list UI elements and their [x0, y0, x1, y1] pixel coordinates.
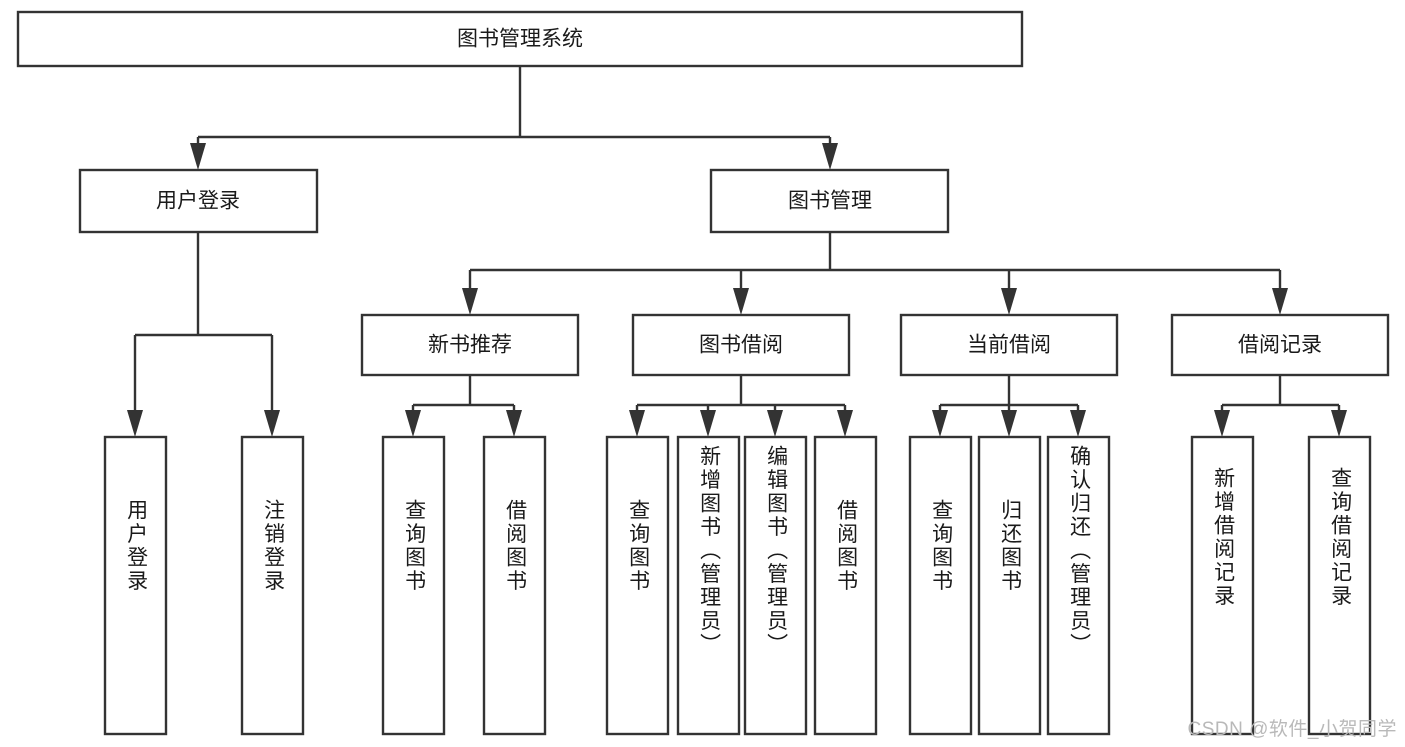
edges-new-book-to-leaves	[405, 375, 522, 437]
leaf-rects-current-borrow	[908, 435, 1111, 736]
arrowhead-leaf-logout	[264, 410, 280, 437]
edges-root-to-level2	[190, 66, 838, 170]
edges-book-mgmt-to-level3	[462, 232, 1288, 315]
arrowhead-bb-leaf1	[629, 410, 645, 437]
leaf-rect-bb-query-book[interactable]	[605, 435, 670, 736]
leaf-rect-nb-query-book[interactable]	[381, 435, 446, 736]
leaf-rect-logout[interactable]	[240, 435, 305, 736]
node-new-book-recommend-rect[interactable]	[360, 313, 580, 377]
edges-borrow-record-to-leaves	[1214, 375, 1347, 437]
node-book-borrow[interactable]: 图书借阅	[631, 313, 851, 377]
arrowhead-bb-leaf2	[700, 410, 716, 437]
arrowhead-nb-leaf2	[506, 410, 522, 437]
arrowhead-new-book	[462, 288, 478, 315]
leaf-rect-cb-query-book[interactable]	[908, 435, 973, 736]
arrowhead-br-leaf2	[1331, 410, 1347, 437]
node-borrow-record-label: 借阅记录	[1238, 334, 1322, 357]
leaf-rects-new-book	[381, 435, 547, 736]
node-book-management-rect[interactable]	[709, 168, 950, 234]
arrowhead-book-borrow	[733, 288, 749, 315]
node-borrow-record-rect[interactable]	[1170, 313, 1390, 377]
leaf-rect-bb-edit-book[interactable]	[743, 435, 808, 736]
leaf-rect-cb-return-book[interactable]	[977, 435, 1042, 736]
node-user-login[interactable]: 用户登录	[78, 168, 319, 234]
arrowhead-nb-leaf1	[405, 410, 421, 437]
edges-current-borrow-to-leaves	[932, 375, 1086, 437]
node-book-management[interactable]: 图书管理	[709, 168, 950, 234]
node-new-book-recommend-label: 新书推荐	[428, 334, 512, 357]
arrowhead-book-mgmt	[822, 143, 838, 170]
arrowhead-user-login	[190, 143, 206, 170]
arrowhead-br-leaf1	[1214, 410, 1230, 437]
leaf-rect-br-add-record[interactable]	[1190, 435, 1255, 736]
arrowhead-leaf-user-login	[127, 410, 143, 437]
node-root-rect[interactable]	[16, 10, 1024, 68]
edges-user-login-to-leaves	[127, 232, 280, 437]
leaf-rects-user-login	[103, 435, 305, 736]
node-book-borrow-label: 图书借阅	[699, 334, 783, 357]
node-new-book-recommend[interactable]: 新书推荐	[360, 313, 580, 377]
node-current-borrow[interactable]: 当前借阅	[899, 313, 1119, 377]
leaf-rect-cb-confirm-return[interactable]	[1046, 435, 1111, 736]
node-book-management-label: 图书管理	[788, 190, 872, 213]
edges-book-borrow-to-leaves	[629, 375, 853, 437]
arrowhead-cb-leaf2	[1001, 410, 1017, 437]
arrowhead-cb-leaf3	[1070, 410, 1086, 437]
node-user-login-rect[interactable]	[78, 168, 319, 234]
leaf-rect-br-query-record[interactable]	[1307, 435, 1372, 736]
leaf-rect-bb-borrow-book[interactable]	[813, 435, 878, 736]
arrowhead-bb-leaf4	[837, 410, 853, 437]
leaf-rect-bb-add-book[interactable]	[676, 435, 741, 736]
arrowhead-cb-leaf1	[932, 410, 948, 437]
node-root[interactable]: 图书管理系统	[16, 10, 1024, 68]
arrowhead-bb-leaf3	[767, 410, 783, 437]
leaf-rect-nb-borrow-book[interactable]	[482, 435, 547, 736]
node-user-login-label: 用户登录	[156, 190, 240, 213]
node-book-borrow-rect[interactable]	[631, 313, 851, 377]
leaf-rects-borrow-record	[1190, 435, 1372, 736]
leaf-rect-user-login[interactable]	[103, 435, 168, 736]
node-root-label: 图书管理系统	[457, 28, 583, 51]
node-borrow-record[interactable]: 借阅记录	[1170, 313, 1390, 377]
node-current-borrow-rect[interactable]	[899, 313, 1119, 377]
arrowhead-current-borrow	[1001, 288, 1017, 315]
leaf-rects-book-borrow	[605, 435, 878, 736]
arrowhead-borrow-record	[1272, 288, 1288, 315]
node-current-borrow-label: 当前借阅	[967, 334, 1051, 357]
